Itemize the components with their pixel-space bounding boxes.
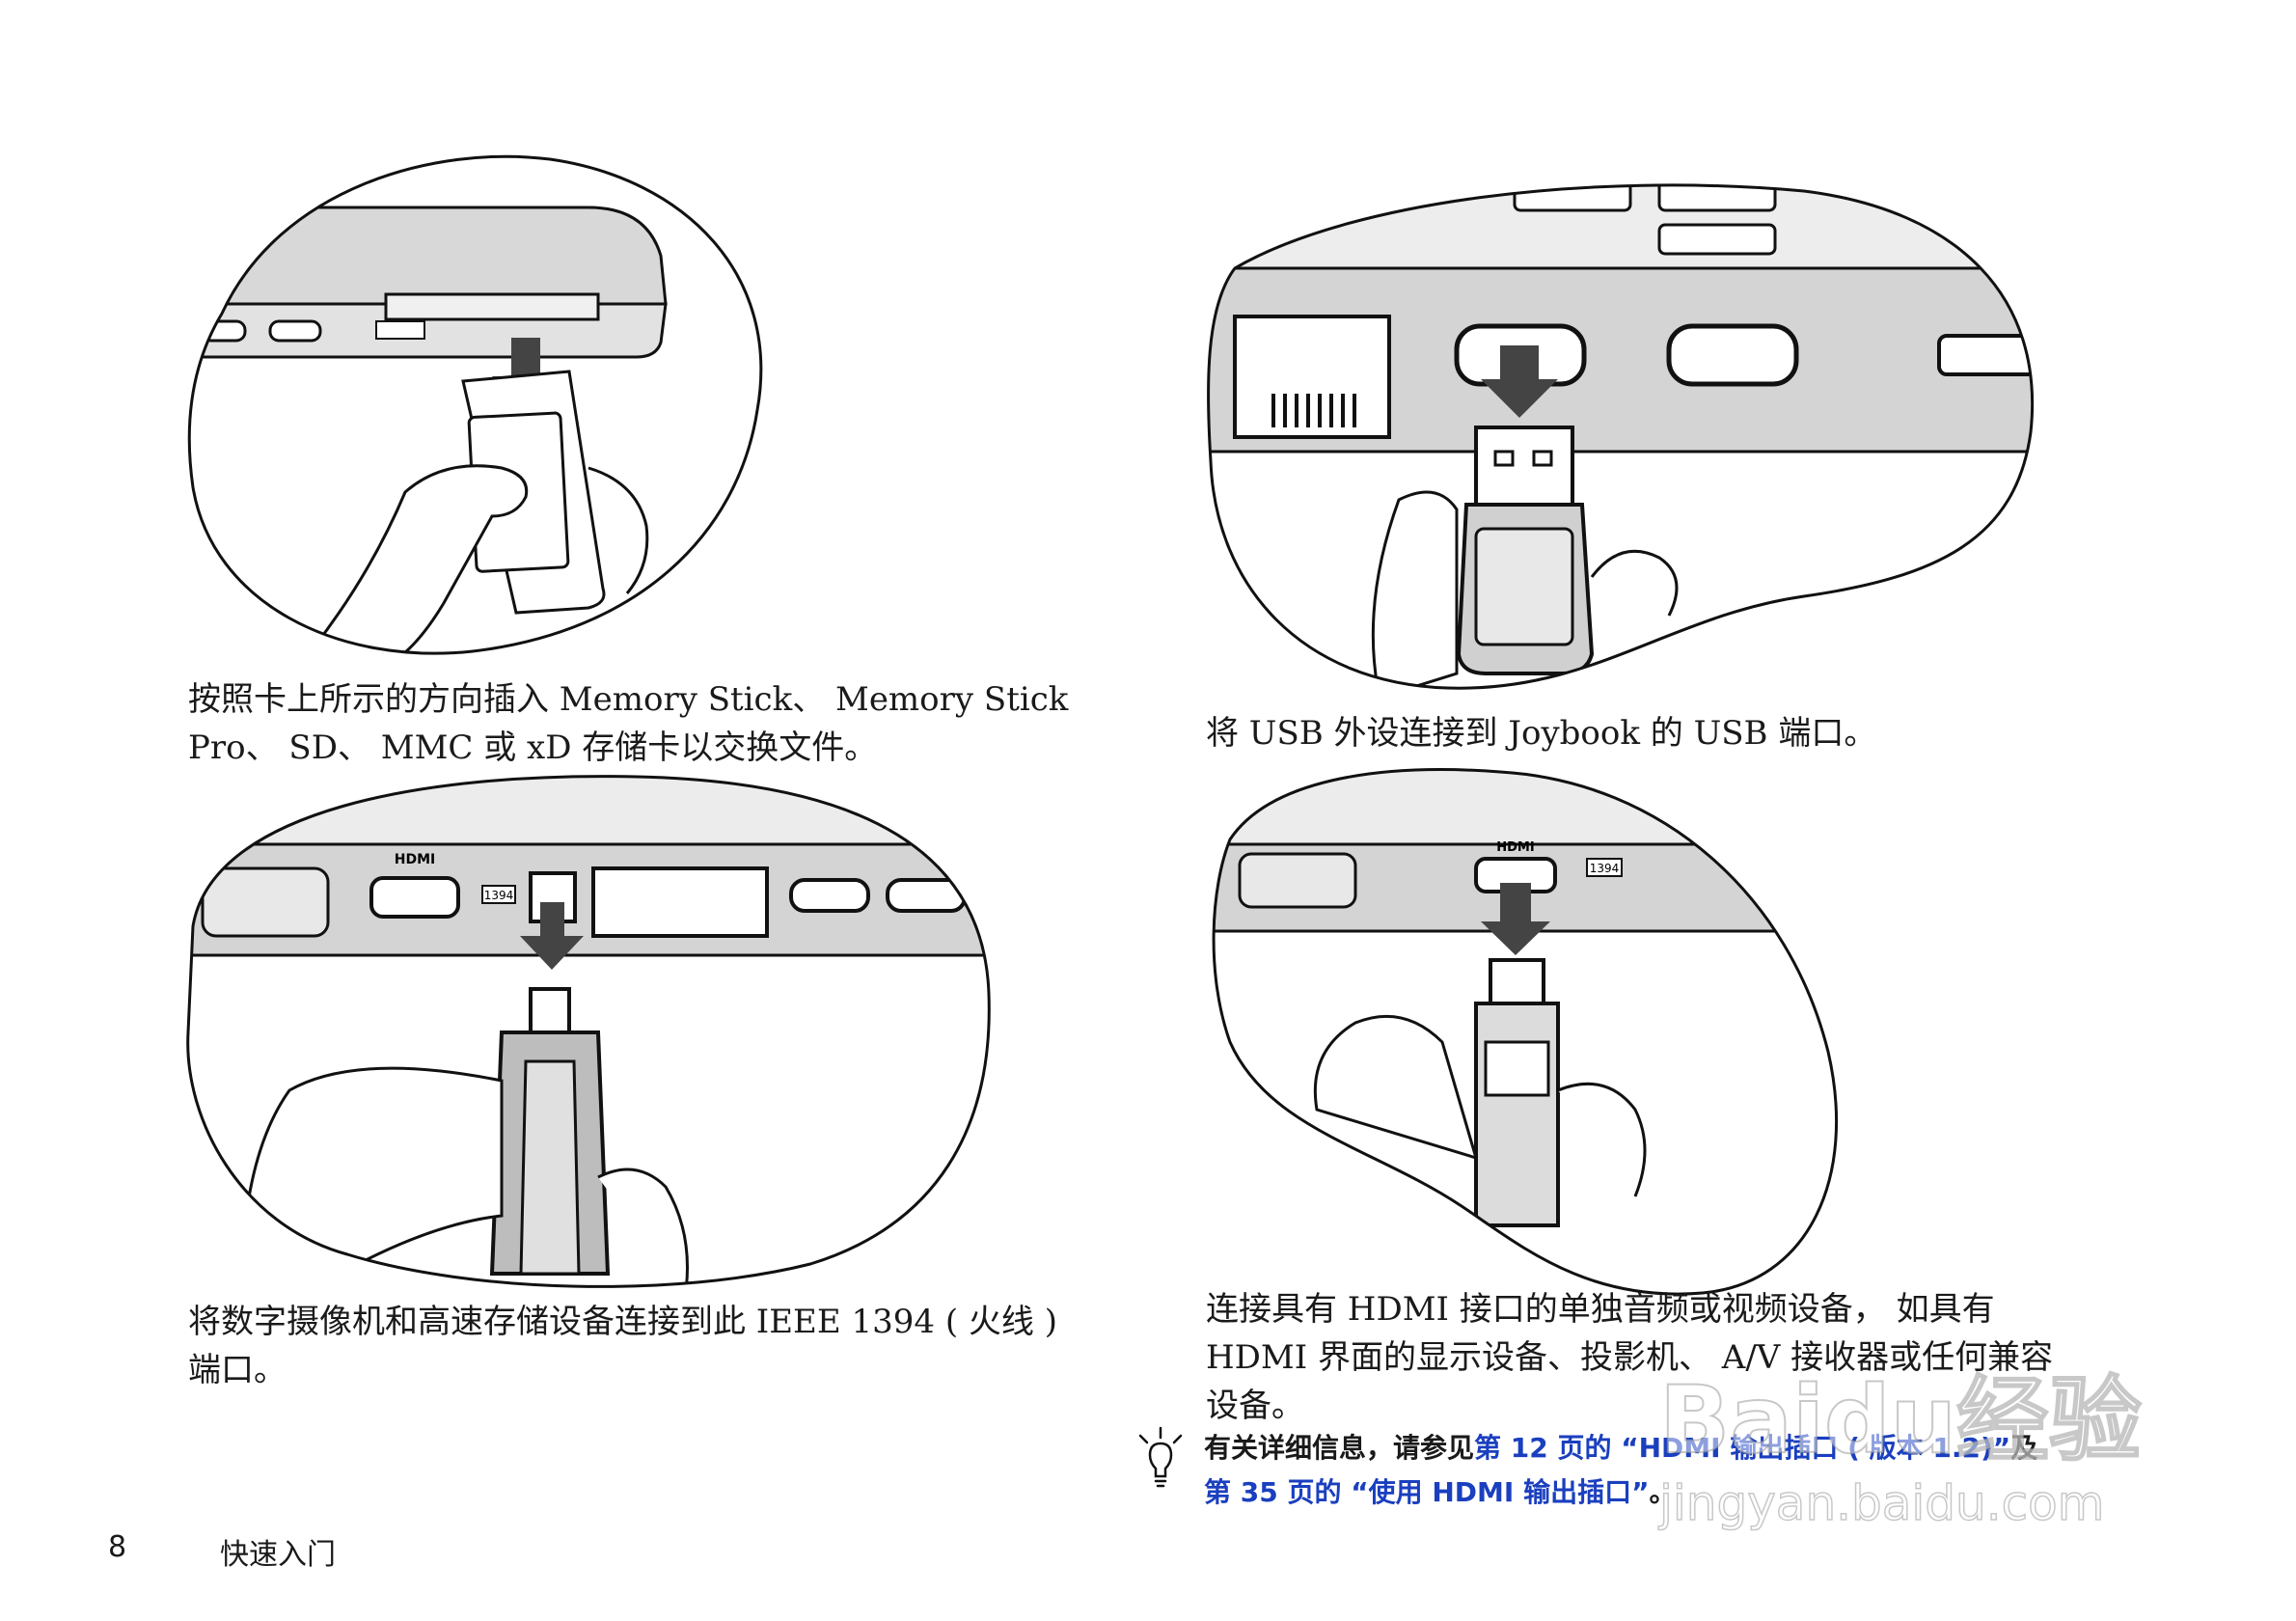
hdmi-port-label: HDMI [395,852,435,867]
card-reader-caption: 按照卡上所示的方向插入 Memory Stick、 Memory Stick P… [188,675,1095,772]
caption-line: 将 USB 外设连接到 Joybook 的 USB 端口。 [1206,714,1877,753]
caption-line: 将数字摄像机和高速存储设备连接到此 IEEE 1394 ( 火线 ) [188,1303,1057,1341]
watermark-text: Baidu经验 [1659,1366,2142,1474]
lightbulb-icon [1138,1426,1183,1488]
section-title: 快速入门 [220,1538,336,1572]
page-12-link[interactable]: 第 12 页的 “HDMI 输出插口 ( 版本 1.2)” [1474,1432,2011,1464]
caption-line: 按照卡上所示的方向插入 Memory Stick、 Memory Stick [188,680,1069,719]
ieee1394-illustration: HDMI 1394 [186,775,991,1288]
caption-line: 连接具有 HDMI 接口的单独音频或视频设备， 如具有 [1206,1290,1995,1329]
caption-line: 端口。 [188,1351,287,1389]
caption-line: HDMI 界面的显示设备、投影机、 A/V 接收器或任何兼容 [1206,1338,2054,1377]
page-number: 8 [108,1530,127,1564]
caption-line: 设备。 [1206,1387,1304,1425]
tip-part: 及 [2010,1432,2038,1464]
tip-text: 有关详细信息，请参见第 12 页的 “HDMI 输出插口 ( 版本 1.2)”及… [1204,1426,2207,1515]
usb-illustration [1207,183,2034,690]
ieee1394-caption: 将数字摄像机和高速存储设备连接到此 IEEE 1394 ( 火线 ) 端口。 [188,1298,1134,1394]
tip-part: 有关详细信息，请参见 [1204,1432,1475,1464]
ieee1394-port-label: 1394 [484,889,514,902]
caption-line: Pro、 SD、 MMC 或 xD 存储卡以交换文件。 [188,728,878,767]
tip-part: 。 [1649,1476,1677,1508]
card-reader-illustration [187,154,763,655]
ieee1394-port-label: 1394 [1590,862,1620,875]
baidu-watermark: Baidu经验 jingyan.baidu.com [1657,1365,2143,1532]
hdmi-illustration: HDMI 1394 [1212,768,1839,1296]
usb-caption: 将 USB 外设连接到 Joybook 的 USB 端口。 [1206,709,2219,757]
page-35-link[interactable]: 第 35 页的 “使用 HDMI 输出插口” [1204,1476,1650,1508]
watermark-url: jingyan.baidu.com [1658,1475,2104,1531]
hdmi-port-label: HDMI [1496,840,1534,855]
hdmi-caption: 连接具有 HDMI 接口的单独音频或视频设备， 如具有 HDMI 界面的显示设备… [1206,1285,2219,1430]
